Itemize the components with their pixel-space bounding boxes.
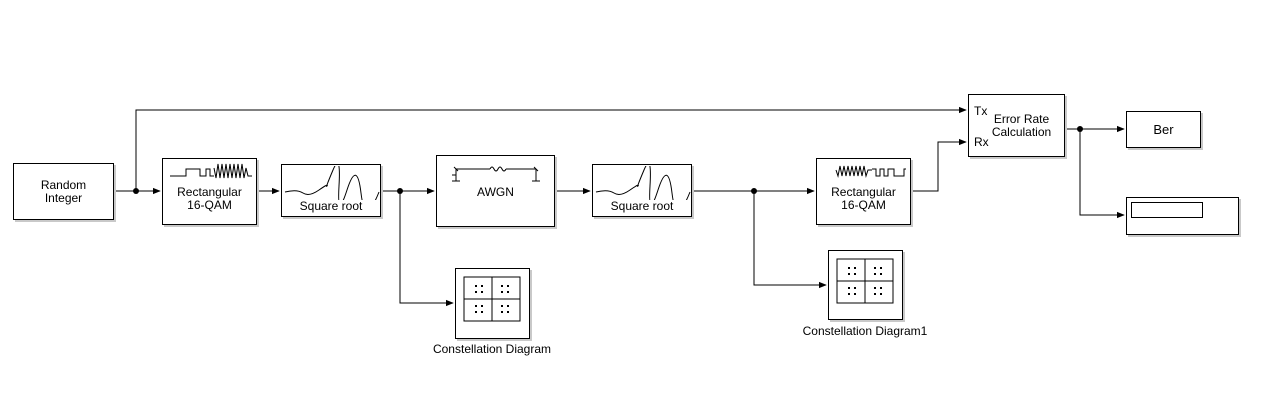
wire-branch-to-tx — [135, 106, 967, 191]
display-value-field — [1131, 202, 1203, 218]
awgn-channel-block[interactable]: AWGN — [436, 155, 555, 227]
square-root-tx-block[interactable]: Square root — [281, 164, 381, 217]
wire-branch-to-display — [1079, 129, 1125, 219]
wire-demod-to-rx — [911, 138, 967, 192]
square-root-rx-label: Square root — [610, 199, 674, 213]
constellation-diagram-caption: Constellation Diagram — [432, 342, 552, 356]
tx-port-label: Tx — [974, 104, 988, 118]
square-root-tx-label: Square root — [299, 199, 363, 213]
qam-mod-waveform-icon — [170, 163, 252, 179]
error-rate-calculation-block[interactable]: Tx Rx Error Rate Calculation — [968, 94, 1065, 157]
qam-modulator-block[interactable]: Rectangular 16-QAM — [162, 158, 257, 225]
random-integer-block[interactable]: Random Integer — [13, 163, 114, 220]
constellation-diagram1-block[interactable] — [828, 250, 903, 320]
qam-demod-waveform-icon — [835, 165, 906, 178]
sqrt-filter-pulse-icon — [284, 166, 380, 200]
rx-port-label: Rx — [974, 135, 989, 149]
display-block[interactable] — [1126, 197, 1239, 235]
awgn-channel-icon — [452, 166, 540, 182]
sqrt-filter-pulse-icon — [595, 166, 691, 200]
wire-branch-to-constellation2 — [753, 191, 827, 289]
ber-label: Ber — [1153, 122, 1174, 137]
junction-dot — [397, 188, 403, 194]
junction-dot — [133, 188, 139, 194]
constellation-diagram-block[interactable] — [455, 268, 530, 339]
qam-modulator-label: Rectangular 16-QAM — [177, 185, 242, 212]
constellation-scope-icon — [463, 276, 521, 322]
junction-dot — [1077, 126, 1083, 132]
random-integer-label: Random Integer — [40, 178, 87, 205]
qam-demodulator-block[interactable]: Rectangular 16-QAM — [816, 158, 911, 225]
error-rate-label: Error Rate Calculation — [991, 112, 1052, 139]
square-root-rx-block[interactable]: Square root — [592, 164, 692, 217]
ber-output-block[interactable]: Ber — [1126, 111, 1201, 148]
wire-branch-to-constellation1 — [399, 191, 454, 307]
junction-dot — [751, 188, 757, 194]
constellation-diagram1-caption: Constellation Diagram1 — [802, 324, 928, 338]
awgn-label: AWGN — [477, 185, 514, 199]
constellation-scope-icon — [836, 258, 894, 304]
qam-demodulator-label: Rectangular 16-QAM — [831, 185, 896, 212]
